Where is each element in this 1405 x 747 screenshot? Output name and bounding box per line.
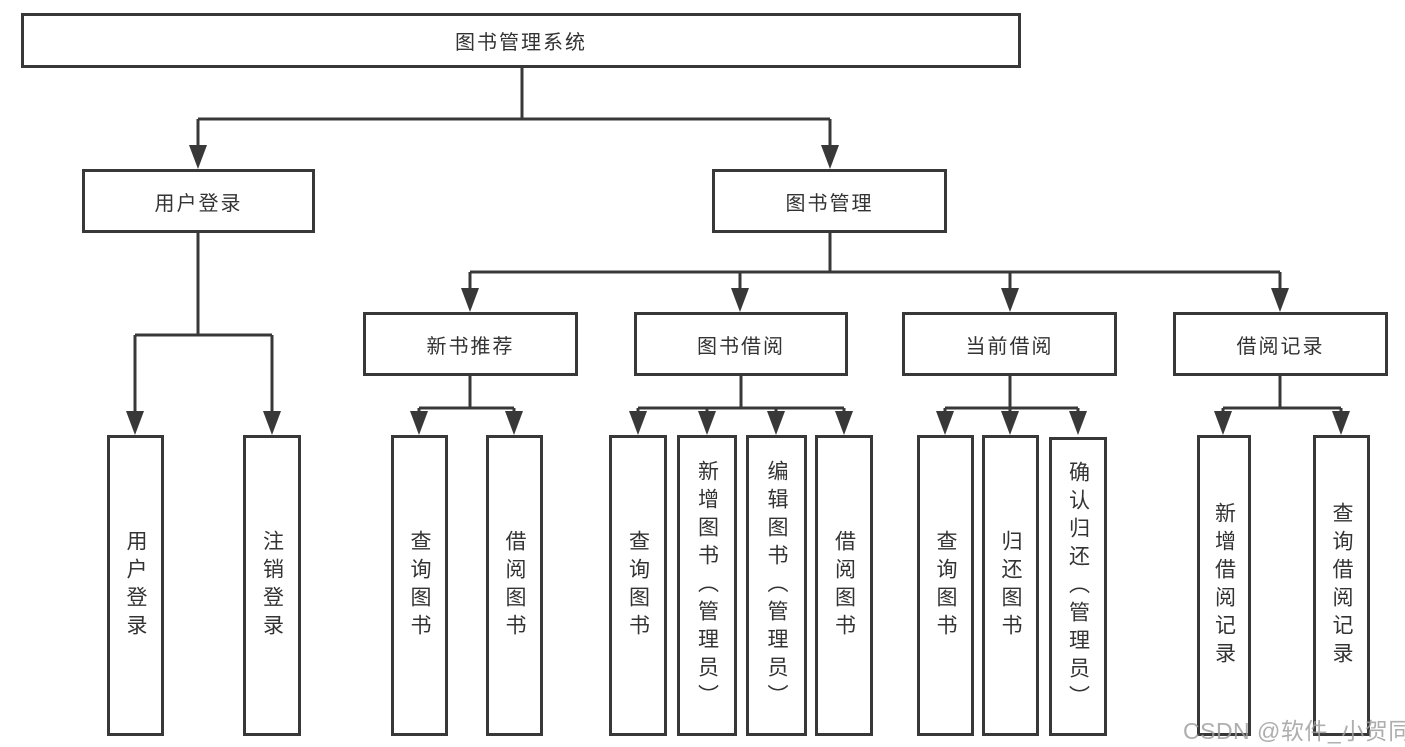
node-borrow-records: 借阅记录 [1173, 312, 1388, 376]
node-leaf-borrow-edit-books-admin: 编辑图书（管理员） [746, 435, 807, 736]
node-leaf-recommend-query-books: 查询图书 [391, 435, 448, 736]
node-leaf-borrow-query-books: 查询图书 [609, 435, 667, 736]
node-leaf-borrow-add-books-admin: 新增图书（管理员） [677, 435, 737, 736]
node-leaf-current-return-books: 归还图书 [982, 435, 1039, 736]
node-leaf-current-query-books: 查询图书 [917, 435, 974, 736]
node-leaf-recommend-borrow-books: 借阅图书 [486, 435, 543, 736]
node-leaf-records-query-record: 查询借阅记录 [1313, 435, 1370, 736]
node-new-book-recommend: 新书推荐 [363, 312, 578, 376]
csdn-watermark: CSDN @软件_小贺同学 [1183, 718, 1405, 744]
node-leaf-borrow-borrow-books: 借阅图书 [815, 435, 873, 736]
node-leaf-user-login: 用户登录 [107, 435, 164, 736]
node-system-root: 图书管理系统 [21, 13, 1021, 68]
node-book-management: 图书管理 [712, 169, 947, 233]
node-book-borrow: 图书借阅 [634, 312, 848, 376]
node-current-borrow: 当前借阅 [902, 312, 1117, 376]
node-user-login: 用户登录 [82, 169, 315, 233]
node-leaf-logout: 注销登录 [243, 435, 301, 736]
node-leaf-records-add-record: 新增借阅记录 [1197, 435, 1251, 736]
node-leaf-current-confirm-return-admin: 确认归还（管理员） [1049, 437, 1107, 736]
